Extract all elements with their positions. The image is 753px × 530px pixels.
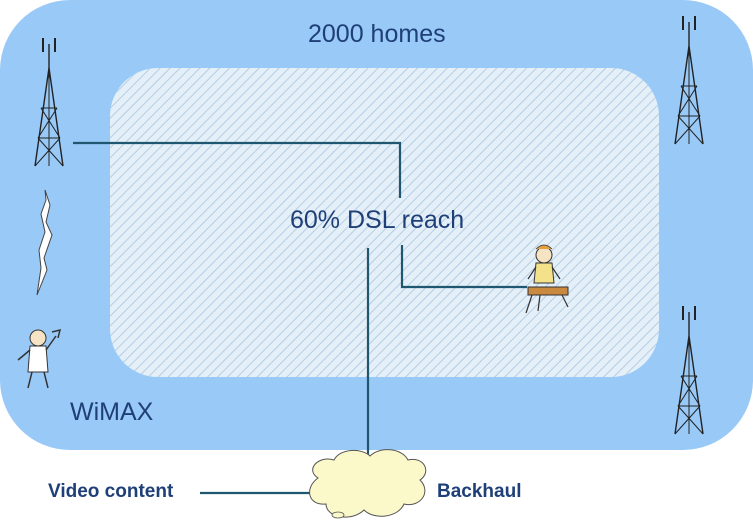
person-at-desk-icon — [525, 244, 569, 314]
wimax-label: WiMAX — [70, 398, 154, 426]
video-content-label: Video content — [48, 481, 174, 502]
dsl-reach-label: 60% DSL reach — [290, 206, 465, 234]
worker-icon — [17, 328, 62, 389]
lightning-icon — [36, 189, 53, 296]
homes-count-label: 2000 homes — [308, 20, 446, 48]
dsl-reach-area — [110, 68, 659, 377]
cloud-icon — [309, 449, 427, 519]
backhaul-label: Backhaul — [437, 481, 522, 502]
dsl-user-link-line — [400, 245, 527, 289]
wimax-link-line — [73, 141, 402, 198]
